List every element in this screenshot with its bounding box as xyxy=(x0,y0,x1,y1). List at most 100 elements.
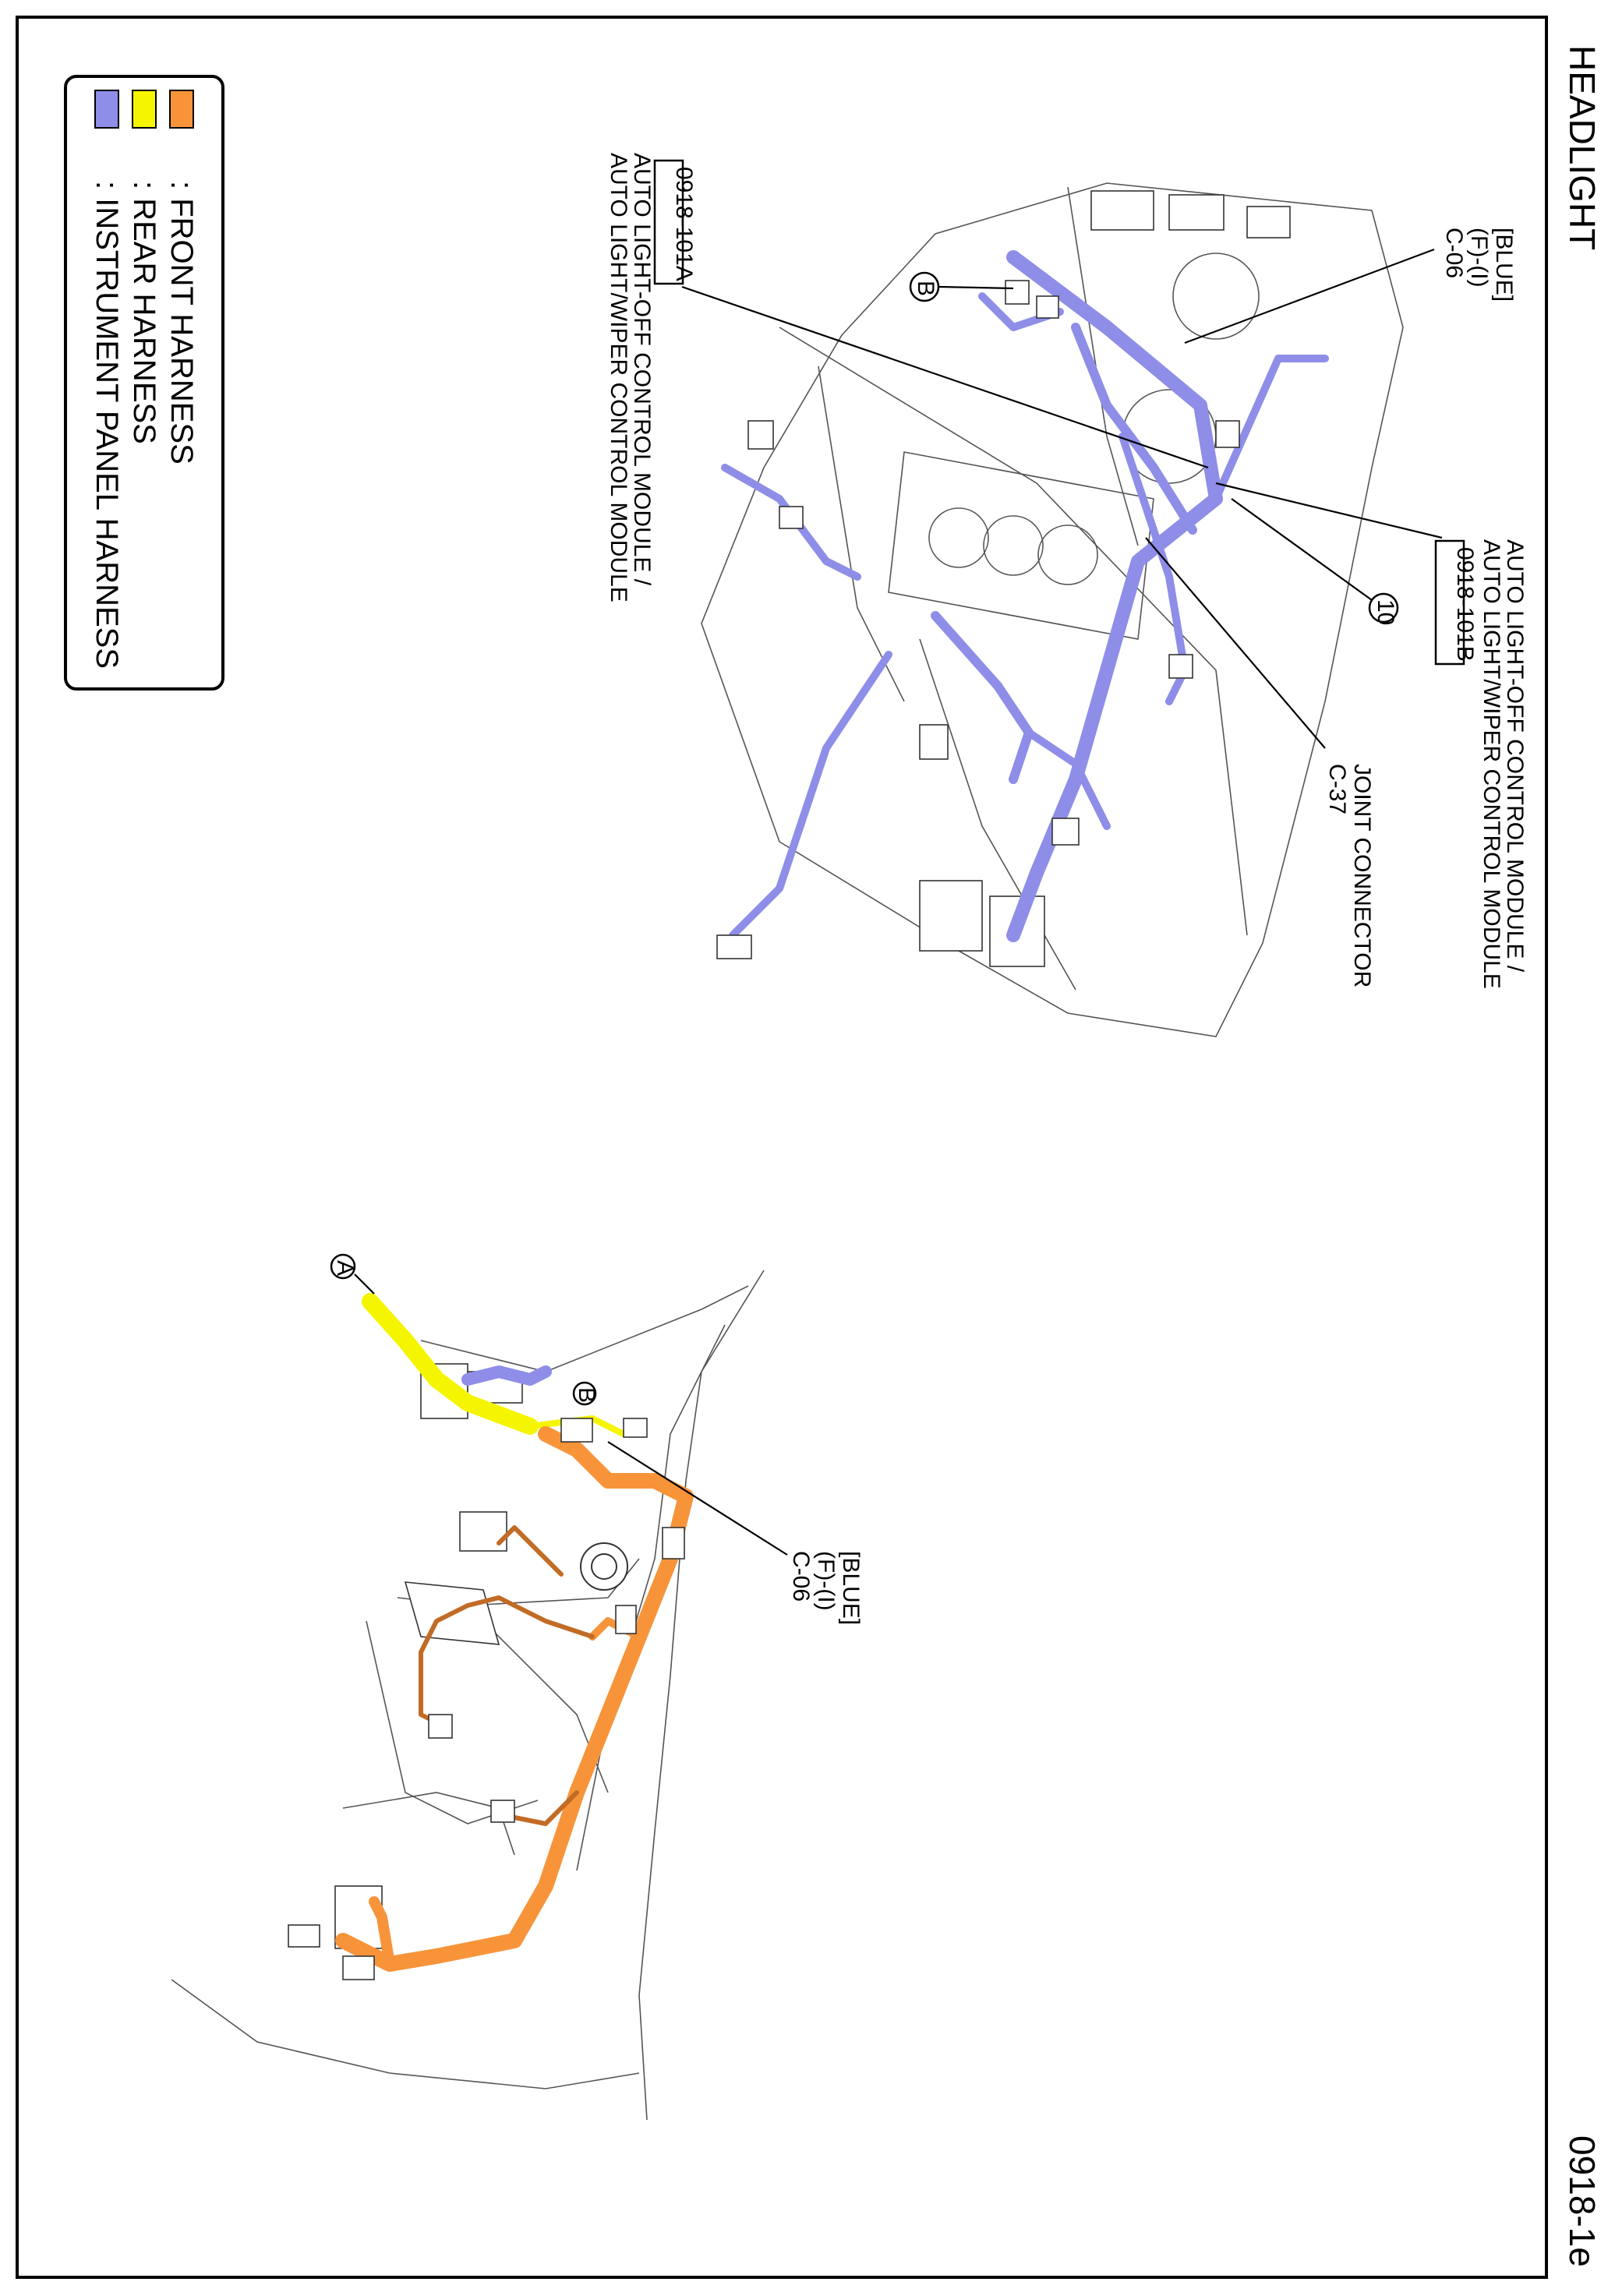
ip-connector-5 xyxy=(779,506,804,529)
bay-connector-3 xyxy=(662,1527,685,1560)
center-stack xyxy=(888,451,1154,640)
ip-connector-7 xyxy=(716,934,752,959)
ip-harness-bay xyxy=(461,1365,552,1386)
module-b-ref: 0918-101B xyxy=(1452,547,1478,662)
joint-line1: JOINT CONNECTOR xyxy=(1349,764,1375,987)
marker-b-bottom: B xyxy=(572,1381,599,1406)
legend-item-front: : FRONT HARNESS xyxy=(164,90,199,464)
gauge-5 xyxy=(1172,253,1260,340)
ip-connector-4 xyxy=(747,420,774,450)
legend-box xyxy=(64,75,224,691)
c06-bottom-type: (F)-(I) xyxy=(813,1551,839,1611)
module-a-line2: AUTO LIGHT/WIPER CONTROL MODULE xyxy=(606,153,631,602)
marker-b-top: B xyxy=(909,271,940,302)
cluster-box-1 xyxy=(1090,190,1154,231)
module-a-ref-box xyxy=(653,159,684,285)
ip-connector-8 xyxy=(1051,818,1080,846)
circle-10-marker: 10 xyxy=(1368,592,1399,625)
ip-harness-branch-4 xyxy=(729,651,892,939)
c06-bottom-color: [BLUE] xyxy=(838,1551,864,1625)
module-b-line2: AUTO LIGHT/WIPER CONTROL MODULE xyxy=(1479,539,1504,989)
dash-outline xyxy=(701,182,1404,1037)
legend-label-front: : FRONT HARNESS xyxy=(164,181,199,464)
bay-connector-2 xyxy=(623,1418,648,1438)
bay-connector-4 xyxy=(615,1605,637,1634)
module-a-line1: AUTO LIGHT-OFF CONTROL MODULE / xyxy=(629,153,655,586)
bay-connector-7 xyxy=(288,1924,320,1948)
ip-harness-branch-8 xyxy=(1025,729,1111,830)
module-a-ref: 0918-101A xyxy=(671,167,697,281)
c06-top-id: C-06 xyxy=(1441,228,1467,278)
front-harness-branch-4 xyxy=(497,1525,564,1577)
dash-inner-line-3 xyxy=(1067,186,1139,546)
legend-swatch-rear xyxy=(132,90,157,129)
ip-connector-6 xyxy=(919,724,949,760)
joint-id: C-37 xyxy=(1324,764,1350,814)
legend: : FRONT HARNESS : REAR HARNESS : INSTRUM… xyxy=(64,75,224,691)
ip-harness-branch-3 xyxy=(721,464,861,581)
legend-item-instrument: : INSTRUMENT PANEL HARNESS xyxy=(90,90,124,669)
legend-swatch-instrument xyxy=(94,90,119,129)
leader-module-a xyxy=(681,285,1209,469)
callout-module-a: 0918-101A AUTO LIGHT-OFF CONTROL MODULE … xyxy=(606,153,697,602)
marker-a: A xyxy=(330,1253,358,1280)
bay-connector-1 xyxy=(560,1418,593,1443)
legend-item-rear: : REAR HARNESS xyxy=(127,90,161,444)
front-harness-branch-5 xyxy=(504,1790,579,1826)
callout-joint: JOINT CONNECTOR C-37 xyxy=(1324,764,1375,987)
module-b-ref-box xyxy=(1434,539,1465,666)
bay-line-4 xyxy=(342,1792,515,1856)
gauge-2 xyxy=(983,515,1044,576)
brake-booster-inner xyxy=(591,1553,617,1580)
leader-c06-top xyxy=(1184,248,1435,344)
bay-line-1 xyxy=(420,1285,749,1372)
gauge-3 xyxy=(1037,525,1098,585)
brake-booster xyxy=(580,1542,628,1591)
marker-a-label: A xyxy=(332,1260,358,1276)
leader-marker-a xyxy=(354,1273,375,1295)
c06-bottom-id: C-06 xyxy=(788,1551,814,1602)
ip-harness-branch-6 xyxy=(1119,433,1189,705)
leader-marker-b-top xyxy=(938,285,1014,290)
c06-top-color: [BLUE] xyxy=(1491,228,1517,302)
ip-harness-main xyxy=(1006,250,1223,942)
marker-b-bottom-label: B xyxy=(574,1387,599,1403)
ip-harness-branch-5 xyxy=(1212,355,1329,503)
engine-bay-view: A B [BLUE] (F)-(I) C-06 xyxy=(171,1253,864,2121)
bay-connector-8 xyxy=(490,1800,515,1823)
leader-c06-bottom xyxy=(607,1441,788,1556)
ip-harness-branch-1 xyxy=(1071,323,1197,535)
front-harness-main xyxy=(335,1426,694,1972)
callout-module-b: AUTO LIGHT-OFF CONTROL MODULE / AUTO LIG… xyxy=(1434,539,1528,989)
glovebox xyxy=(919,880,983,952)
rear-harness xyxy=(362,1293,539,1435)
c06-top-type: (F)-(I) xyxy=(1466,228,1492,288)
ip-connector-3 xyxy=(1215,420,1240,448)
ip-connector-9 xyxy=(1168,654,1193,679)
marker-a-ring xyxy=(330,1253,356,1280)
front-harness-branch-3 xyxy=(419,1595,595,1725)
bay-line-5 xyxy=(482,1620,609,1793)
hood-line xyxy=(171,1979,640,2089)
ip-connector-1 xyxy=(1005,280,1030,305)
ip-harness-branch-2 xyxy=(931,611,1034,784)
marker-b-bottom-ring xyxy=(572,1381,597,1406)
callout-c06-top: [BLUE] (F)-(I) C-06 xyxy=(1441,228,1517,302)
leader-joint xyxy=(1145,537,1326,749)
legend-swatch-front xyxy=(169,90,194,129)
page-frame xyxy=(16,16,1548,2279)
legend-label-rear: : REAR HARNESS xyxy=(127,181,161,444)
front-harness-branch-1 xyxy=(369,1896,395,1969)
bay-connector-6 xyxy=(342,1955,375,1980)
page-number: 0918-1e xyxy=(1562,2135,1603,2267)
circle-10-ring xyxy=(1368,592,1399,623)
bay-connector-5 xyxy=(428,1714,453,1739)
cluster-box-3 xyxy=(1246,206,1291,238)
module-b-line1: AUTO LIGHT-OFF CONTROL MODULE / xyxy=(1502,539,1528,973)
instrument-panel-view: [BLUE] (F)-(I) C-06 AUTO LIGHT-OFF CONTR… xyxy=(606,153,1528,1037)
circle-10-label: 10 xyxy=(1373,599,1398,625)
cluster-box-2 xyxy=(1168,194,1225,231)
page-title: HEADLIGHT xyxy=(1562,45,1603,250)
marker-b-top-label: B xyxy=(913,281,938,296)
